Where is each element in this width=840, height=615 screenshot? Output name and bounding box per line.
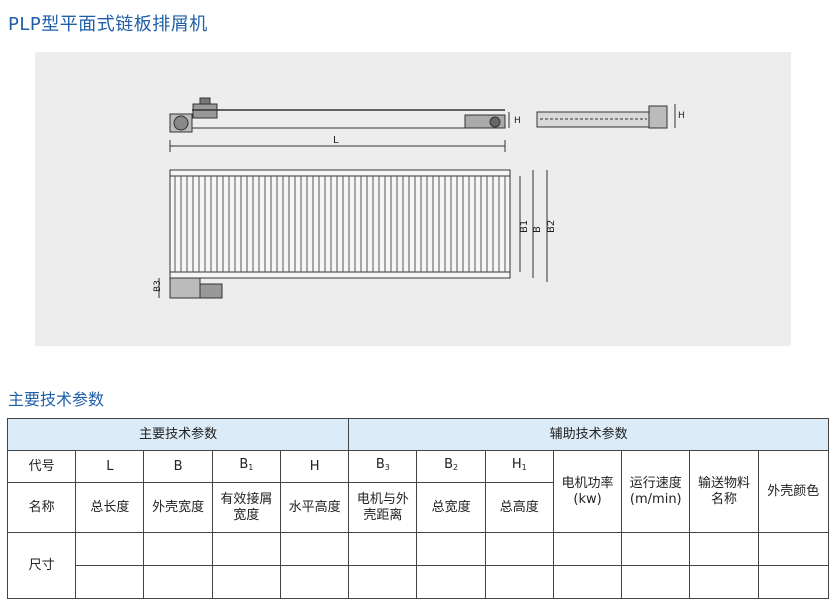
size-cell xyxy=(279,532,350,566)
size-cell xyxy=(621,565,691,599)
motor-body xyxy=(192,103,218,119)
code-H1: H1 xyxy=(484,450,554,483)
aux-power: 电机功率(kw) xyxy=(552,450,623,533)
name-B2: 总宽度 xyxy=(416,482,486,533)
name-L: 总长度 xyxy=(75,482,145,533)
size-cell xyxy=(75,532,145,566)
plan-frame xyxy=(169,169,511,279)
conveyor-drawing: H H L B1 B xyxy=(35,52,791,346)
dim-B-label: B xyxy=(532,226,543,233)
aux-color: 外壳颜色 xyxy=(757,450,830,533)
name-H: 水平高度 xyxy=(279,482,350,533)
name-B: 外壳宽度 xyxy=(143,482,213,533)
group-aux-cell: 辅助技术参数 xyxy=(348,418,829,451)
code-B1: B1 xyxy=(211,450,281,483)
name-B1: 有效接屑宽度 xyxy=(211,482,281,533)
size-cell xyxy=(348,532,418,566)
code-B: B xyxy=(143,450,213,483)
name-row-label: 名称 xyxy=(6,482,77,533)
dim-B3-label: B3 xyxy=(153,280,163,292)
dim-B1-label: B1 xyxy=(519,220,530,233)
group-main-cell: 主要技术参数 xyxy=(6,418,350,451)
size-cell xyxy=(484,532,554,566)
name-B3: 电机与外壳距离 xyxy=(348,482,418,533)
elevation-view: H xyxy=(169,97,521,133)
dim-H-side-label: H xyxy=(678,111,685,121)
size-cell xyxy=(689,565,759,599)
size-cell xyxy=(621,532,691,566)
size-cell xyxy=(143,565,213,599)
size-cell xyxy=(757,532,830,566)
size-cell xyxy=(484,565,554,599)
code-B2: B2 xyxy=(416,450,486,483)
name-H1: 总高度 xyxy=(484,482,554,533)
size-cell xyxy=(552,565,623,599)
size-cell xyxy=(757,565,830,599)
aux-material: 输送物料名称 xyxy=(689,450,759,533)
code-L: L xyxy=(75,450,145,483)
size-row-label: 尺寸 xyxy=(6,532,77,599)
drive-sprocket-icon xyxy=(173,115,189,131)
size-row-2 xyxy=(8,565,830,599)
size-row: 尺寸 xyxy=(6,532,830,599)
table-header-row: 主要技术参数 辅助技术参数 xyxy=(6,418,829,451)
side-view: H xyxy=(536,104,685,129)
name-row: 名称 总长度 外壳宽度 有效接屑宽度 水平高度 电机与外壳距离 总宽度 总高度 xyxy=(6,482,829,533)
tail-sprocket-icon xyxy=(489,116,501,128)
code-B3: B3 xyxy=(348,450,418,483)
size-cell xyxy=(75,565,145,599)
dim-H-label: H xyxy=(514,116,521,126)
motor-cap xyxy=(199,97,211,105)
code-row: 代号 L B B1 H B3 B2 H1 电机功率(kw) 运行速度(m/min… xyxy=(6,450,830,533)
size-cell xyxy=(143,532,213,566)
plan-drive-box xyxy=(169,277,201,299)
size-cell xyxy=(689,532,759,566)
size-cell xyxy=(279,565,350,599)
spec-table: 主要技术参数 辅助技术参数 代号 L B B1 H B3 B2 H1 电机功率(… xyxy=(6,418,830,599)
size-cell xyxy=(416,565,486,599)
code-row-label: 代号 xyxy=(6,450,77,483)
chain-slats xyxy=(174,176,506,272)
drawing-svg: H H L B1 B xyxy=(153,97,685,299)
size-cell xyxy=(211,532,281,566)
page-title: PLP型平面式链板排屑机 xyxy=(8,14,208,35)
dim-B2-label: B2 xyxy=(546,220,557,233)
plan-motor xyxy=(199,283,223,299)
aux-speed: 运行速度(m/min) xyxy=(621,450,691,533)
size-cell xyxy=(348,565,418,599)
size-cell xyxy=(416,532,486,566)
size-cell xyxy=(211,565,281,599)
size-cell xyxy=(552,532,623,566)
section-title: 主要技术参数 xyxy=(8,390,105,409)
dim-L-label: L xyxy=(333,135,339,146)
code-H: H xyxy=(279,450,350,483)
side-drive xyxy=(648,105,668,129)
